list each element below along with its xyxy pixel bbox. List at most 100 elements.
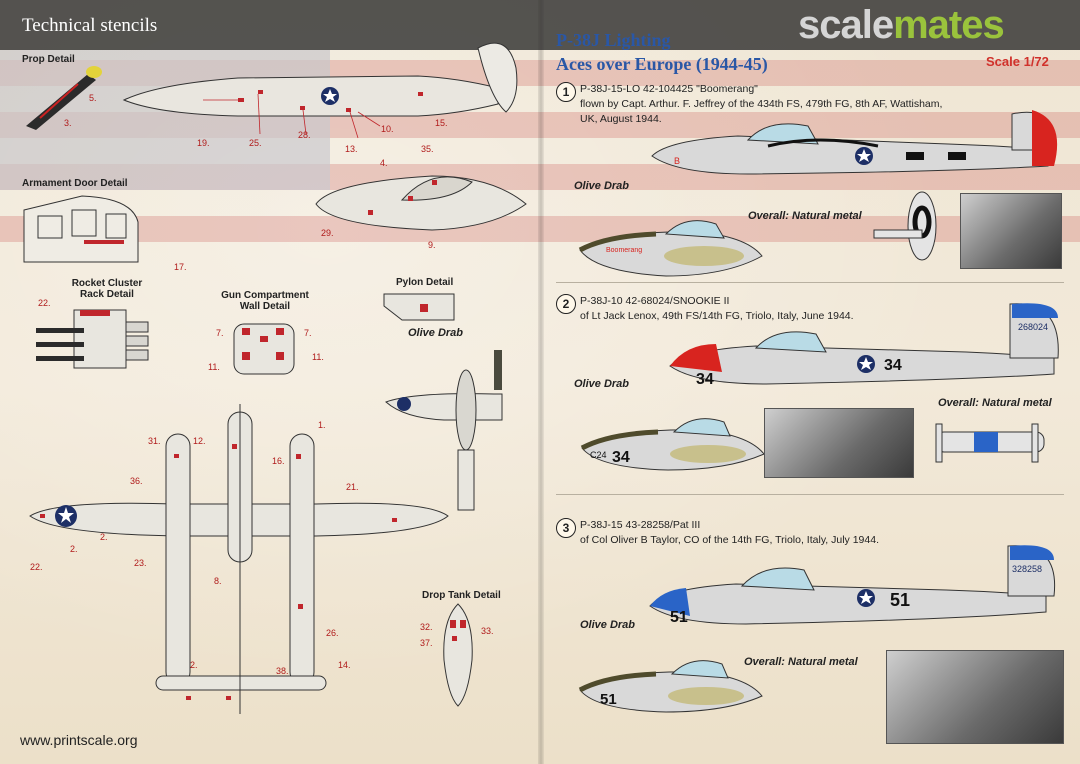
scheme-3-olive-label: Olive Drab xyxy=(580,619,636,631)
scheme-1-overall: Overall: Natural metal xyxy=(748,210,862,222)
prop-detail-label: Prop Detail xyxy=(22,54,75,65)
scheme-2-tail-top xyxy=(935,423,1045,463)
callout: 5. xyxy=(89,93,97,103)
callout: 28. xyxy=(298,130,311,140)
callout: 7. xyxy=(216,328,224,338)
sheet-subtitle: Aces over Europe (1944-45) xyxy=(556,54,768,74)
callout: 11. xyxy=(208,362,220,372)
scheme-3-photo xyxy=(886,650,1064,744)
callout: 2. xyxy=(190,660,198,670)
drop-tank-drawing xyxy=(443,603,473,707)
callout: 37. xyxy=(420,638,433,648)
callout: 23. xyxy=(134,558,147,568)
scheme-1-olive-label: Olive Drab xyxy=(574,180,630,192)
callout: 14. xyxy=(338,660,351,670)
nose-detail-drawing xyxy=(315,175,527,231)
callout: 33. xyxy=(481,626,494,636)
scheme-2-line1: P-38J-10 42-68024/SNOOKIE II xyxy=(580,295,730,307)
callout: 3. xyxy=(64,118,72,128)
callout: 7. xyxy=(304,328,312,338)
top-fuselage-drawing xyxy=(122,42,518,139)
scheme-1-number: 1 xyxy=(556,82,576,102)
callout: 31. xyxy=(148,436,161,446)
callout: 22. xyxy=(38,298,51,308)
callout: 2. xyxy=(100,532,108,542)
callout: 11. xyxy=(312,352,324,362)
callout: 1. xyxy=(318,420,326,430)
callout: 4. xyxy=(380,158,388,168)
section-title: Technical stencils xyxy=(22,15,158,36)
scheme-2-line2: of Lt Jack Lenox, 49th FS/14th FG, Triol… xyxy=(580,310,854,322)
callout: 29. xyxy=(321,228,334,238)
scheme-3-line2: of Col Oliver B Taylor, CO of the 14th F… xyxy=(580,534,879,546)
rocket-cluster-label: Rocket Cluster Rack Detail xyxy=(71,278,143,300)
gun-compartment-drawing xyxy=(233,323,295,375)
scheme-3-side-view: 51 51 328258 xyxy=(649,545,1056,626)
armament-door-label: Armament Door Detail xyxy=(22,178,128,189)
scheme-2-overall: Overall: Natural metal xyxy=(938,397,1052,409)
callout: 2. xyxy=(70,544,78,554)
svg-text:B: B xyxy=(674,156,680,166)
scheme-1-line2: flown by Capt. Arthur. F. Jeffrey of the… xyxy=(580,98,943,110)
scalemates-logo[interactable]: scalemates xyxy=(798,3,1005,48)
pylon-label: Pylon Detail xyxy=(396,277,454,288)
callout: 15. xyxy=(435,118,448,128)
callout: 21. xyxy=(346,482,359,492)
scheme-3-code: 51 xyxy=(890,590,910,610)
scheme-3-tail-code: 328258 xyxy=(1012,564,1042,574)
scheme-1-nose-detail: Boomerang xyxy=(578,220,763,277)
scheme-separator xyxy=(556,494,1064,495)
scheme-1-line3: UK, August 1944. xyxy=(580,113,662,125)
scheme-2-side-view: 34 34 268024 xyxy=(669,303,1059,388)
scheme-2-olive-label: Olive Drab xyxy=(574,378,630,390)
scheme-3-nose-number: 51 xyxy=(670,609,688,626)
drop-tank-label: Drop Tank Detail xyxy=(422,590,501,601)
scheme-1-photo xyxy=(960,193,1062,269)
scheme-2-number: 2 xyxy=(556,294,576,314)
logo-part-2: mates xyxy=(893,3,1005,47)
bottom-view-aircraft xyxy=(29,404,449,714)
callout: 32. xyxy=(420,622,433,632)
scheme-3-line1: P-38J-15 43-28258/Pat III xyxy=(580,519,701,531)
callout: 13. xyxy=(345,144,358,154)
scheme-3-overall: Overall: Natural metal xyxy=(744,656,858,668)
sheet-title: P-38J Lighting xyxy=(556,30,671,50)
header-bar xyxy=(0,0,1080,50)
propeller-drawing xyxy=(26,66,102,130)
scheme-3-nose-detail: 51 xyxy=(578,660,763,713)
side-view-partial xyxy=(385,350,503,511)
logo-part-1: scale xyxy=(798,3,894,47)
callout: 8. xyxy=(214,576,222,586)
callout: 35. xyxy=(421,144,434,154)
scheme-2-code: 34 xyxy=(884,357,902,374)
scheme-2-detail-number: 34 xyxy=(612,449,630,466)
scheme-2-tail-code: 268024 xyxy=(1018,322,1048,332)
scheme-3-number: 3 xyxy=(556,518,576,538)
scheme-separator xyxy=(556,282,1064,283)
scheme-1-line1: P-38J-15-LO 42-104425 "Boomerang" xyxy=(580,83,758,95)
callout: 9. xyxy=(428,240,436,250)
page-fold xyxy=(538,0,544,764)
callout: 36. xyxy=(130,476,143,486)
scheme-2-nose-code: C24 xyxy=(590,450,607,460)
gun-compartment-label: Gun Compartment Wall Detail xyxy=(221,290,309,312)
callout: 12. xyxy=(193,436,206,446)
scheme-1-tail-top xyxy=(873,191,937,261)
scheme-3-detail-number: 51 xyxy=(600,691,617,708)
scheme-2-nose-detail: C24 34 xyxy=(580,418,765,471)
website-link[interactable]: www.printscale.org xyxy=(20,732,138,748)
callout: 19. xyxy=(197,138,210,148)
olive-drab-label-left: Olive Drab xyxy=(408,327,464,339)
scheme-1-nose-art: Boomerang xyxy=(606,247,642,254)
callout: 26. xyxy=(326,628,339,638)
armament-door-drawing xyxy=(23,195,139,263)
scale-label: Scale 1/72 xyxy=(986,54,1049,69)
callout: 22. xyxy=(30,562,43,572)
callout: 38. xyxy=(276,666,289,676)
rocket-cluster-drawing xyxy=(36,309,149,369)
callout: 25. xyxy=(249,138,262,148)
pylon-drawing xyxy=(383,293,455,321)
scheme-2-nose-number: 34 xyxy=(696,371,714,388)
